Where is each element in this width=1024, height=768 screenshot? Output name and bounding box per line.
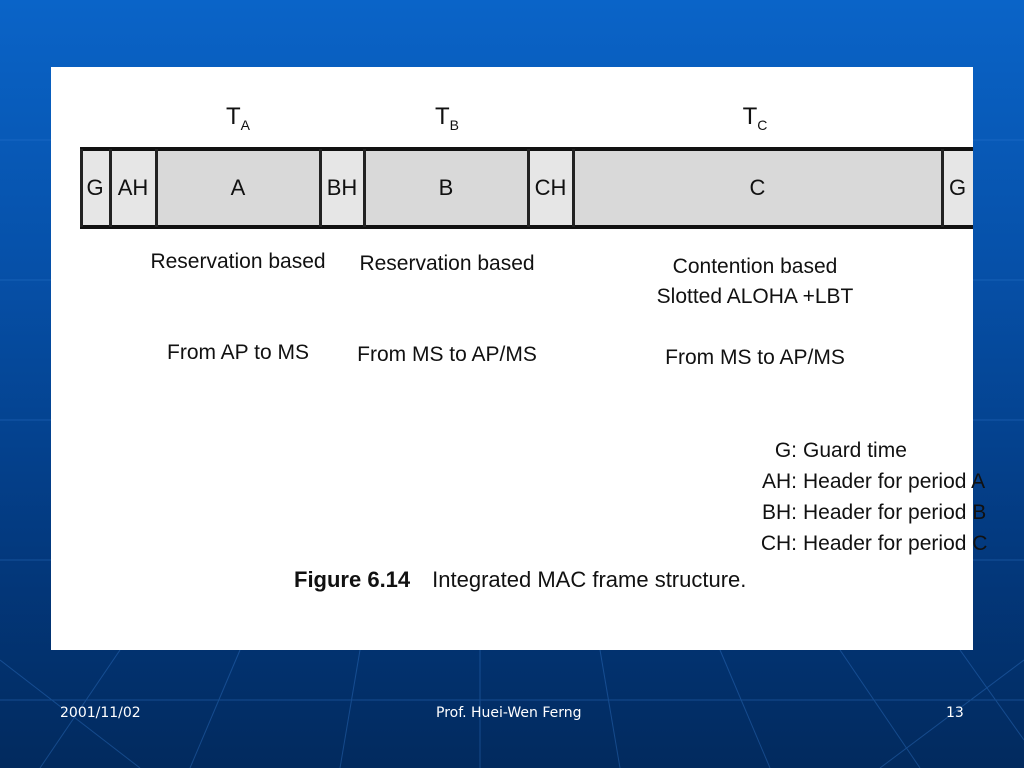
segment-divider	[109, 149, 112, 227]
segment-divider	[319, 149, 322, 227]
segment-ah: AH	[110, 147, 156, 229]
legend-key: AH:	[761, 470, 797, 493]
footer-date: 2001/11/02	[60, 705, 141, 721]
legend-value: Header for period A	[803, 470, 986, 493]
legend-value: Header for period B	[803, 501, 987, 524]
caption-c-direction: From MS to AP/MS	[665, 346, 845, 369]
footer-author: Prof. Huei-Wen Ferng	[436, 705, 582, 721]
segment-c: C	[573, 147, 942, 229]
period-label-tc: TC	[742, 103, 768, 133]
segment-divider	[941, 149, 944, 227]
figure-caption-text: Integrated MAC frame structure.	[432, 567, 747, 592]
legend-row: AH: Header for period A	[751, 466, 987, 497]
figure-image: TA TB TC G AH A BH B CH C G Reservation …	[51, 67, 987, 650]
legend-key: CH:	[760, 532, 797, 555]
segment-divider	[572, 149, 575, 227]
mac-frame-bar: G AH A BH B CH C G	[80, 147, 973, 229]
frame-bar-top-border	[80, 147, 973, 151]
figure-caption: Figure 6.14 Integrated MAC frame structur…	[294, 567, 746, 593]
segment-g-end: G	[942, 147, 973, 229]
legend-value: Header for period C	[803, 532, 988, 555]
segment-bh: BH	[320, 147, 364, 229]
segment-divider	[527, 149, 530, 227]
caption-a-access: Reservation based	[150, 250, 326, 273]
legend-key: G:	[774, 439, 797, 462]
legend-row: G: Guard time	[751, 435, 987, 466]
caption-c-access-2: Slotted ALOHA +LBT	[656, 285, 854, 308]
frame-bar-bottom-border	[80, 225, 973, 229]
segment-a: A	[156, 147, 320, 229]
figure-number: Figure 6.14	[294, 567, 411, 592]
segment-divider	[155, 149, 158, 227]
segment-divider	[363, 149, 366, 227]
legend-row: BH: Header for period B	[751, 497, 987, 528]
legend-key: BH:	[761, 501, 797, 524]
segment-divider	[80, 149, 83, 227]
segment-g-start: G	[80, 147, 110, 229]
caption-c-access-1: Contention based	[672, 255, 838, 278]
footer-page-number: 13	[946, 705, 964, 721]
segment-b: B	[364, 147, 528, 229]
legend: G: Guard time AH: Header for period A BH…	[751, 435, 988, 559]
caption-b-direction: From MS to AP/MS	[357, 343, 537, 366]
legend-value: Guard time	[803, 439, 907, 462]
period-label-ta: TA	[225, 103, 251, 133]
legend-row: CH: Header for period C	[751, 528, 988, 559]
caption-b-access: Reservation based	[359, 252, 535, 275]
segment-ch: CH	[528, 147, 573, 229]
caption-a-direction: From AP to MS	[167, 341, 309, 364]
period-label-tb: TB	[434, 103, 460, 133]
